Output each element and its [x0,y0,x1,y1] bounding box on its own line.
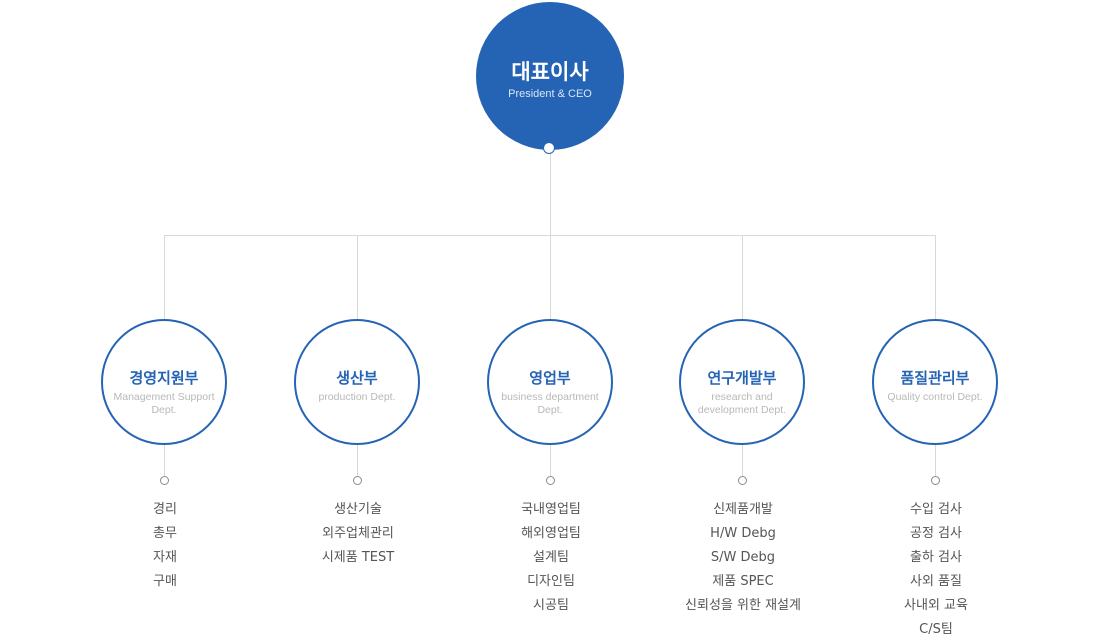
team-item: S/W Debg [710,550,776,565]
team-list-sales: 국내영업팀 해외영업팀 설계팀 디자인팀 시공팀 [471,500,631,620]
ceo-connector-vertical [550,150,551,236]
dept-node-sales: 영업부 business department Dept. [487,319,613,445]
branch-connector-3 [550,235,551,321]
team-item: 생산기술 [334,502,382,517]
dept-subtitle: production Dept. [318,391,396,403]
ring-dot-icon [159,476,169,485]
branch-connector-5 [935,235,936,321]
branch-connector-1 [164,235,165,321]
dept-subtitle: business department Dept. [501,391,599,416]
team-item: 총무 [153,526,177,541]
dept-node-quality-control: 품질관리부 Quality control Dept. [872,319,998,445]
dept-node-production: 생산부 production Dept. [294,319,420,445]
team-item: 구매 [153,574,177,589]
branch-connector-4 [742,235,743,321]
dept-stem-5 [935,444,936,478]
team-list-production: 생산기술 외주업체관리 시제품 TEST [278,500,438,572]
dept-subtitle: research and development Dept. [697,391,787,416]
team-item: 디자인팀 [527,574,575,589]
dept-stem-4 [742,444,743,478]
ceo-connector-dot-icon [543,142,555,154]
team-item: 공정 검사 [910,526,962,541]
dept-subtitle: Management Support Dept. [113,391,215,416]
dept-subtitle: Quality control Dept. [887,391,983,403]
team-item: 시제품 TEST [321,550,395,565]
team-list-management-support: 경리 총무 자재 구매 [85,500,245,596]
team-item: 설계팀 [533,550,569,565]
team-item: 출하 검사 [910,550,962,565]
ring-dot-icon [737,476,747,485]
ceo-node: 대표이사 President & CEO [476,2,624,150]
dept-node-management-support: 경영지원부 Management Support Dept. [101,319,227,445]
team-item: 수입 검사 [910,502,962,517]
team-item: 사외 품질 [910,574,962,589]
ceo-subtitle: President & CEO [508,88,592,100]
ring-dot-icon [930,476,940,485]
branch-connector-2 [357,235,358,321]
team-item: C/S팀 [919,622,953,637]
ceo-title: 대표이사 [511,60,589,84]
dept-node-rnd: 연구개발부 research and development Dept. [679,319,805,445]
ring-dot-icon [352,476,362,485]
team-list-quality-control: 수입 검사 공정 검사 출하 검사 사외 품질 사내외 교육 C/S팀 [856,500,1016,644]
team-item: 신제품개발 [713,502,773,517]
team-item: 제품 SPEC [712,574,774,589]
dept-stem-3 [550,444,551,478]
dept-title: 연구개발부 [707,369,777,387]
team-item: H/W Debg [710,526,776,541]
ring-dot-icon [545,476,555,485]
team-item: 시공팀 [533,598,569,613]
dept-title: 영업부 [529,369,571,387]
dept-stem-2 [357,444,358,478]
team-item: 외주업체관리 [322,526,394,541]
team-item: 사내외 교육 [904,598,968,613]
team-item: 국내영업팀 [521,502,581,517]
dept-title: 경영지원부 [129,369,199,387]
team-item: 경리 [153,502,177,517]
team-item: 해외영업팀 [521,526,581,541]
dept-title: 생산부 [336,369,378,387]
dept-title: 품질관리부 [900,369,970,387]
team-item: 자재 [153,550,177,565]
team-list-rnd: 신제품개발 H/W Debg S/W Debg 제품 SPEC 신뢰성을 위한 … [663,500,823,620]
team-item: 신뢰성을 위한 재설계 [685,598,801,613]
dept-stem-1 [164,444,165,478]
